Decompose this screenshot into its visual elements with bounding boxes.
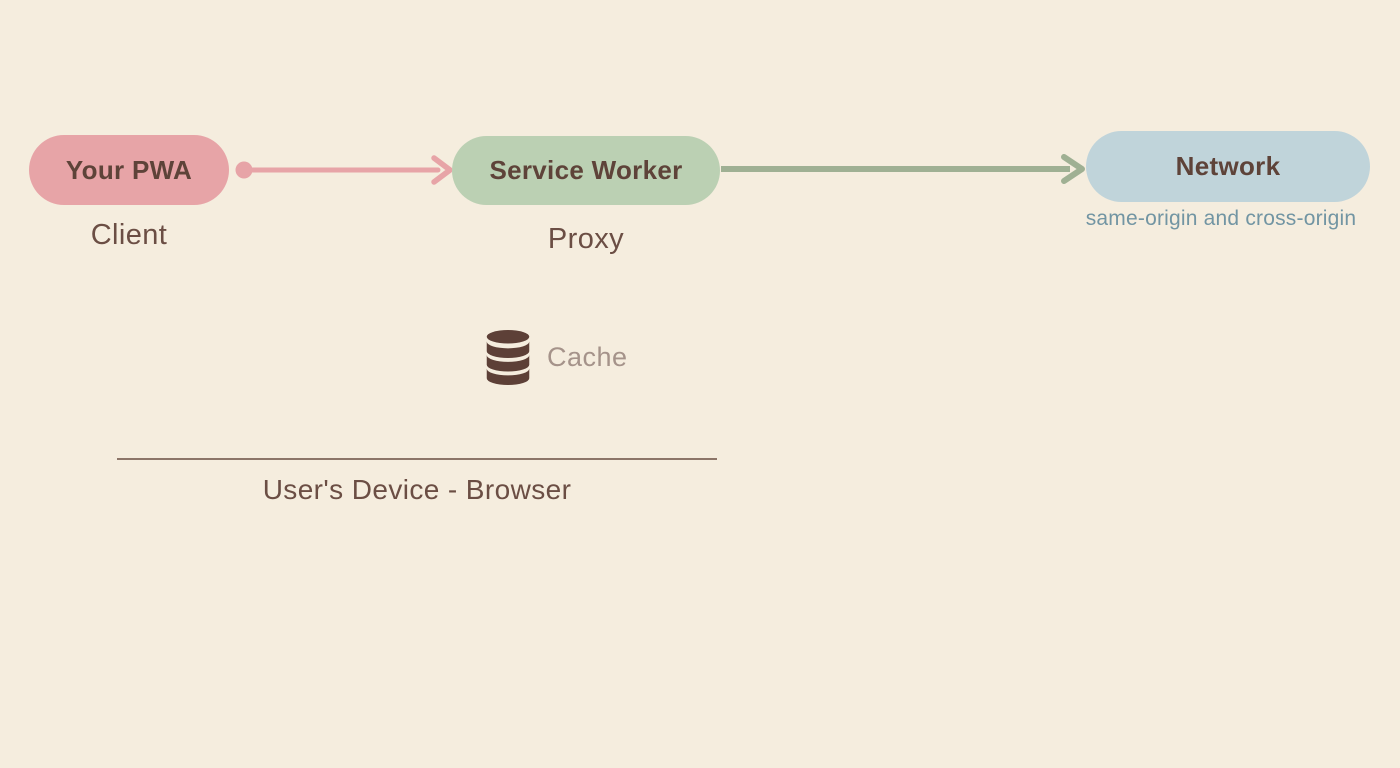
edge-service-worker-to-network (721, 154, 1085, 184)
edge-pwa-to-service-worker (235, 155, 453, 185)
cache-label: Cache (547, 342, 628, 372)
device-boundary-label: User's Device - Browser (262, 474, 572, 505)
node-service-worker: Service Worker (452, 136, 720, 205)
node-service-worker-label: Service Worker (489, 155, 683, 185)
edge-start-dot (235, 161, 253, 179)
node-service-worker-sublabel: Proxy (547, 223, 625, 255)
node-your-pwa-label: Your PWA (65, 154, 193, 185)
node-your-pwa-sublabel: Client (90, 219, 168, 251)
node-your-pwa: Your PWA (29, 135, 229, 205)
node-network-sublabel: same-origin and cross-origin (1085, 207, 1357, 230)
arrowhead-icon (1061, 154, 1085, 184)
arrowhead-icon (431, 155, 453, 185)
node-network-label: Network (1175, 151, 1281, 181)
database-icon (486, 329, 530, 386)
device-boundary-line (117, 458, 717, 460)
node-network: Network (1086, 131, 1370, 202)
cache-group: Cache (484, 329, 628, 386)
